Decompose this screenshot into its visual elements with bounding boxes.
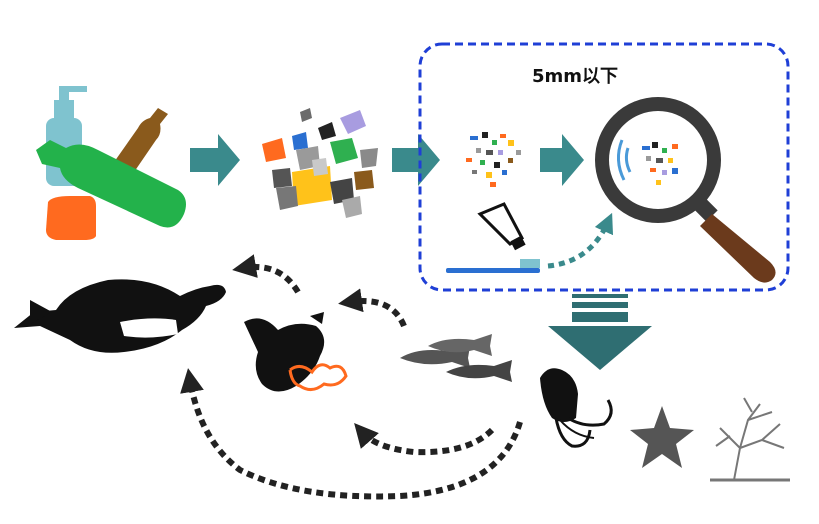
green-bottle-icon	[36, 140, 186, 228]
orange-container-icon	[46, 196, 96, 240]
penguin-silhouette	[244, 312, 348, 392]
fish-icon-2	[428, 334, 492, 356]
process-arrow-1	[190, 134, 240, 186]
toothpaste-tube-icon	[477, 202, 526, 251]
plastic-fragments	[262, 108, 378, 218]
brown-bottle-icon	[112, 108, 168, 178]
process-arrow-3	[540, 134, 584, 186]
microplastic-particles	[466, 132, 521, 187]
food-chain-arrow-2	[338, 288, 407, 328]
process-arrow-2	[392, 134, 440, 186]
size-label: 5mm以下	[531, 66, 619, 87]
fish-icon-1	[400, 346, 470, 368]
plastic-products	[36, 86, 186, 240]
coral-icon	[710, 397, 790, 482]
food-chain-arrow-3	[354, 422, 495, 456]
food-chain-arrow-1	[232, 254, 301, 294]
microplastic-zone-box	[418, 42, 790, 292]
fish-icon-3	[446, 360, 512, 382]
squid-silhouette	[540, 368, 613, 448]
starfish-icon	[630, 406, 694, 468]
magnifying-glass-icon	[595, 97, 776, 283]
food-chain-arrow-4	[180, 368, 523, 500]
fish-group	[400, 334, 512, 382]
food-chain-arrows	[180, 254, 523, 500]
settling-arrow	[548, 294, 652, 370]
toothbrush-icon	[446, 256, 540, 273]
seal-silhouette	[14, 279, 226, 353]
teal-dashed-arrow	[547, 212, 614, 269]
